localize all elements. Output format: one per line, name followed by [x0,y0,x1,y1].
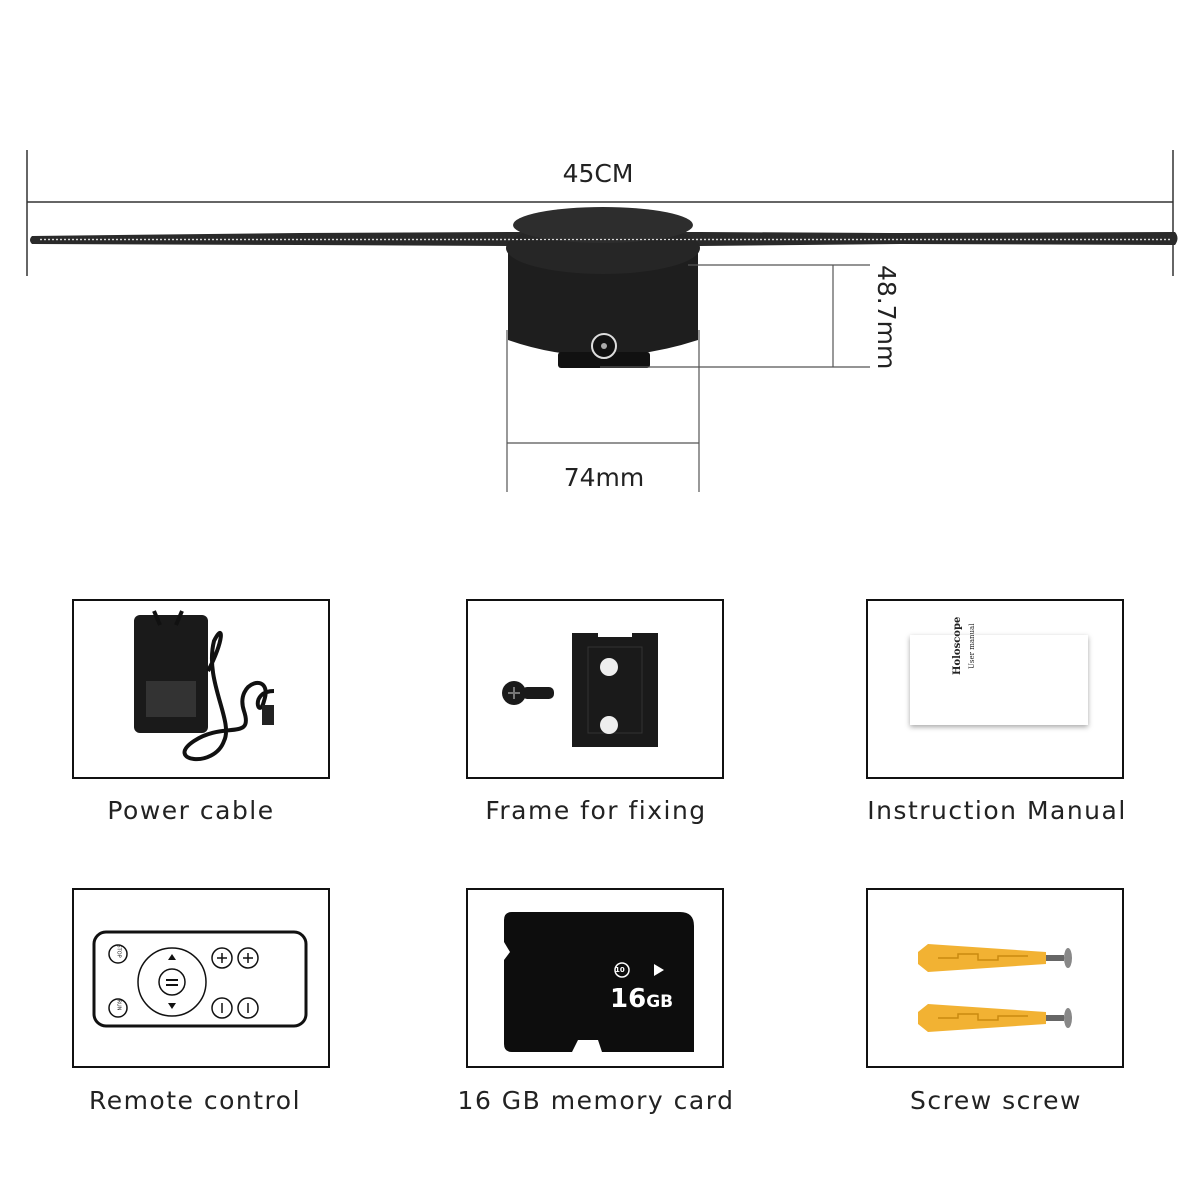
remote-control-card: STOP RUN [72,888,330,1068]
fixing-frame-label: Frame for fixing [485,796,707,825]
diameter-label: 74mm [564,463,645,492]
length-label: 45CM [563,159,634,188]
base-foot [558,352,650,368]
base-cap [513,207,693,243]
manual-booklet: Holoscope User manual [910,617,1088,725]
instruction-manual-label: Instruction Manual [867,796,1127,825]
run-button-label: RUN [115,999,122,1011]
screws-label: Screw screw [910,1086,1082,1115]
dimension-diagram: 45CM 48.7mm 74mm [26,150,1178,492]
manual-title: Holoscope [952,616,963,675]
instruction-manual-card: Holoscope User manual [866,599,1124,779]
wall-anchor-screws-icon [918,944,1072,1032]
microsd-card-icon [504,912,694,1052]
capacity-number: 16 [610,984,647,1014]
mounting-frame-icon [502,633,658,747]
anchor-screw-1 [918,944,1072,972]
card-capacity: 16GB [610,984,673,1014]
fixing-frame-card [466,599,724,779]
capacity-unit: GB [646,992,674,1012]
speed-class: 10 [615,966,625,974]
memory-card-card: 10 16GB [466,888,724,1068]
memory-card-label: 16 GB memory card [457,1086,735,1115]
remote-control-label: Remote control [88,1086,302,1115]
screws-card [866,888,1124,1068]
power-port-pin [601,343,607,349]
manual-subtitle: User manual [968,623,976,669]
anchor-screw-2 [918,1004,1072,1032]
motor-base [508,250,698,356]
power-cable-label: Power cable [107,796,275,825]
height-label: 48.7mm [872,265,901,369]
power-adapter-icon [134,610,275,762]
stop-button-label: STOP [115,944,122,958]
remote-control-icon [92,930,308,1028]
power-cable-card [72,599,330,779]
